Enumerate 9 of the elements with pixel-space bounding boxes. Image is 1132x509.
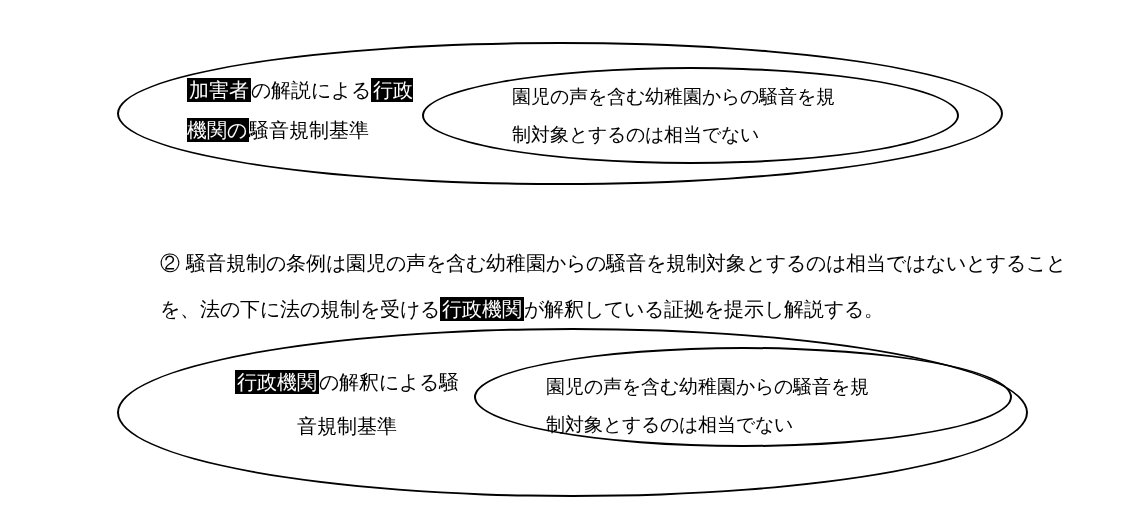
node-text: 加害者の解説による行政機関の騒音規制基準 — [187, 77, 414, 144]
ellipse-node — [474, 347, 1012, 447]
paragraph-text: ② 騒音規制の条例は園児の声を含む幼稚園からの騒音を規制対象とするのは相当ではないとすることを、法の下に法の規制を受ける行政機関が解釈している証拠を提示し解説する。 — [160, 250, 1068, 323]
ellipse-node — [117, 42, 1003, 185]
node-text: 園児の声を含む幼稚園からの騒音を規制対象とするのは相当でない — [546, 374, 870, 437]
node-text: 行政機関の解釈による騒音規制基準 — [234, 369, 460, 440]
ellipse-node — [422, 67, 959, 164]
node-text: 園児の声を含む幼稚園からの騒音を規制対象とするのは相当でない — [512, 84, 836, 147]
ellipse-node — [117, 328, 1028, 497]
